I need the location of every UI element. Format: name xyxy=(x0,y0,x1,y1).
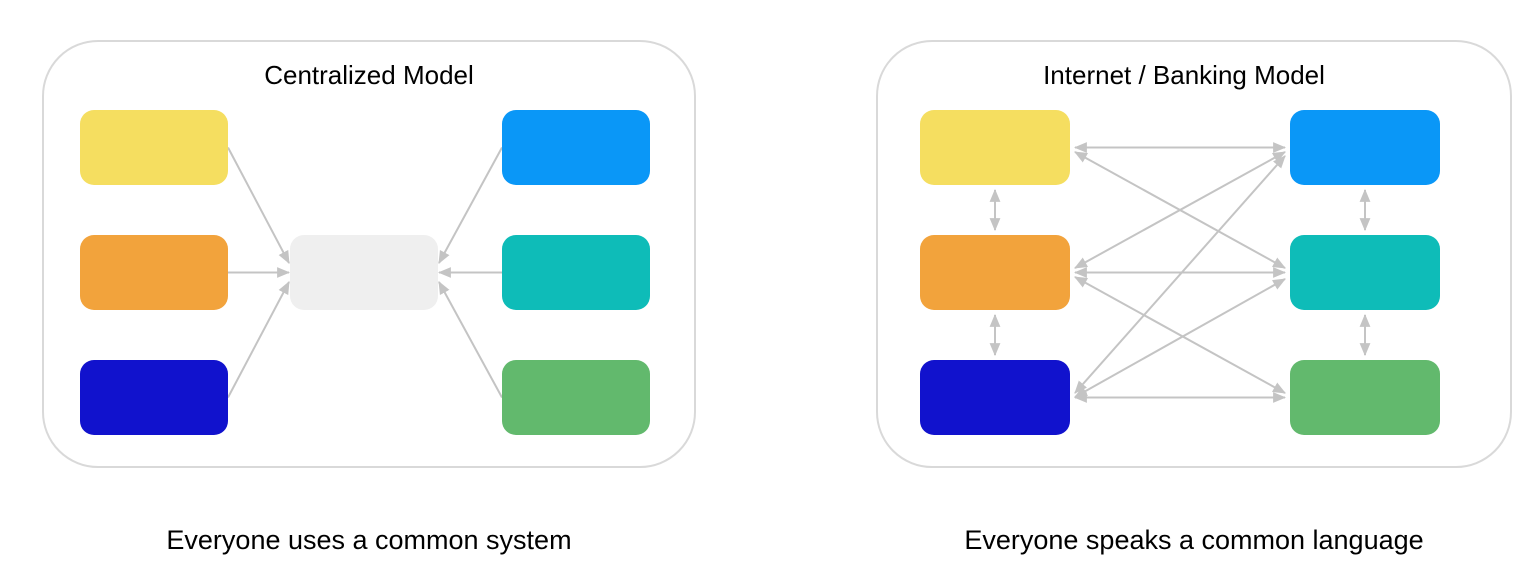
node-yellow-left xyxy=(80,110,228,185)
node-orange-left xyxy=(80,235,228,310)
node-green-right xyxy=(1290,360,1440,435)
node-light-blue-right xyxy=(1290,110,1440,185)
internet-banking-model-caption: Everyone speaks a common language xyxy=(964,525,1424,555)
centralized-model-caption: Everyone uses a common system xyxy=(166,525,572,555)
node-teal-left xyxy=(502,235,650,310)
node-orange-right xyxy=(920,235,1070,310)
node-yellow-right xyxy=(920,110,1070,185)
node-green-left xyxy=(502,360,650,435)
internet-banking-model-title: Internet / Banking Model xyxy=(1043,60,1325,90)
node-teal-right xyxy=(1290,235,1440,310)
centralized-model-title: Centralized Model xyxy=(264,60,474,90)
node-dark-blue-left xyxy=(80,360,228,435)
central-hub-node xyxy=(290,235,438,310)
node-dark-blue-right xyxy=(920,360,1070,435)
node-light-blue-left xyxy=(502,110,650,185)
